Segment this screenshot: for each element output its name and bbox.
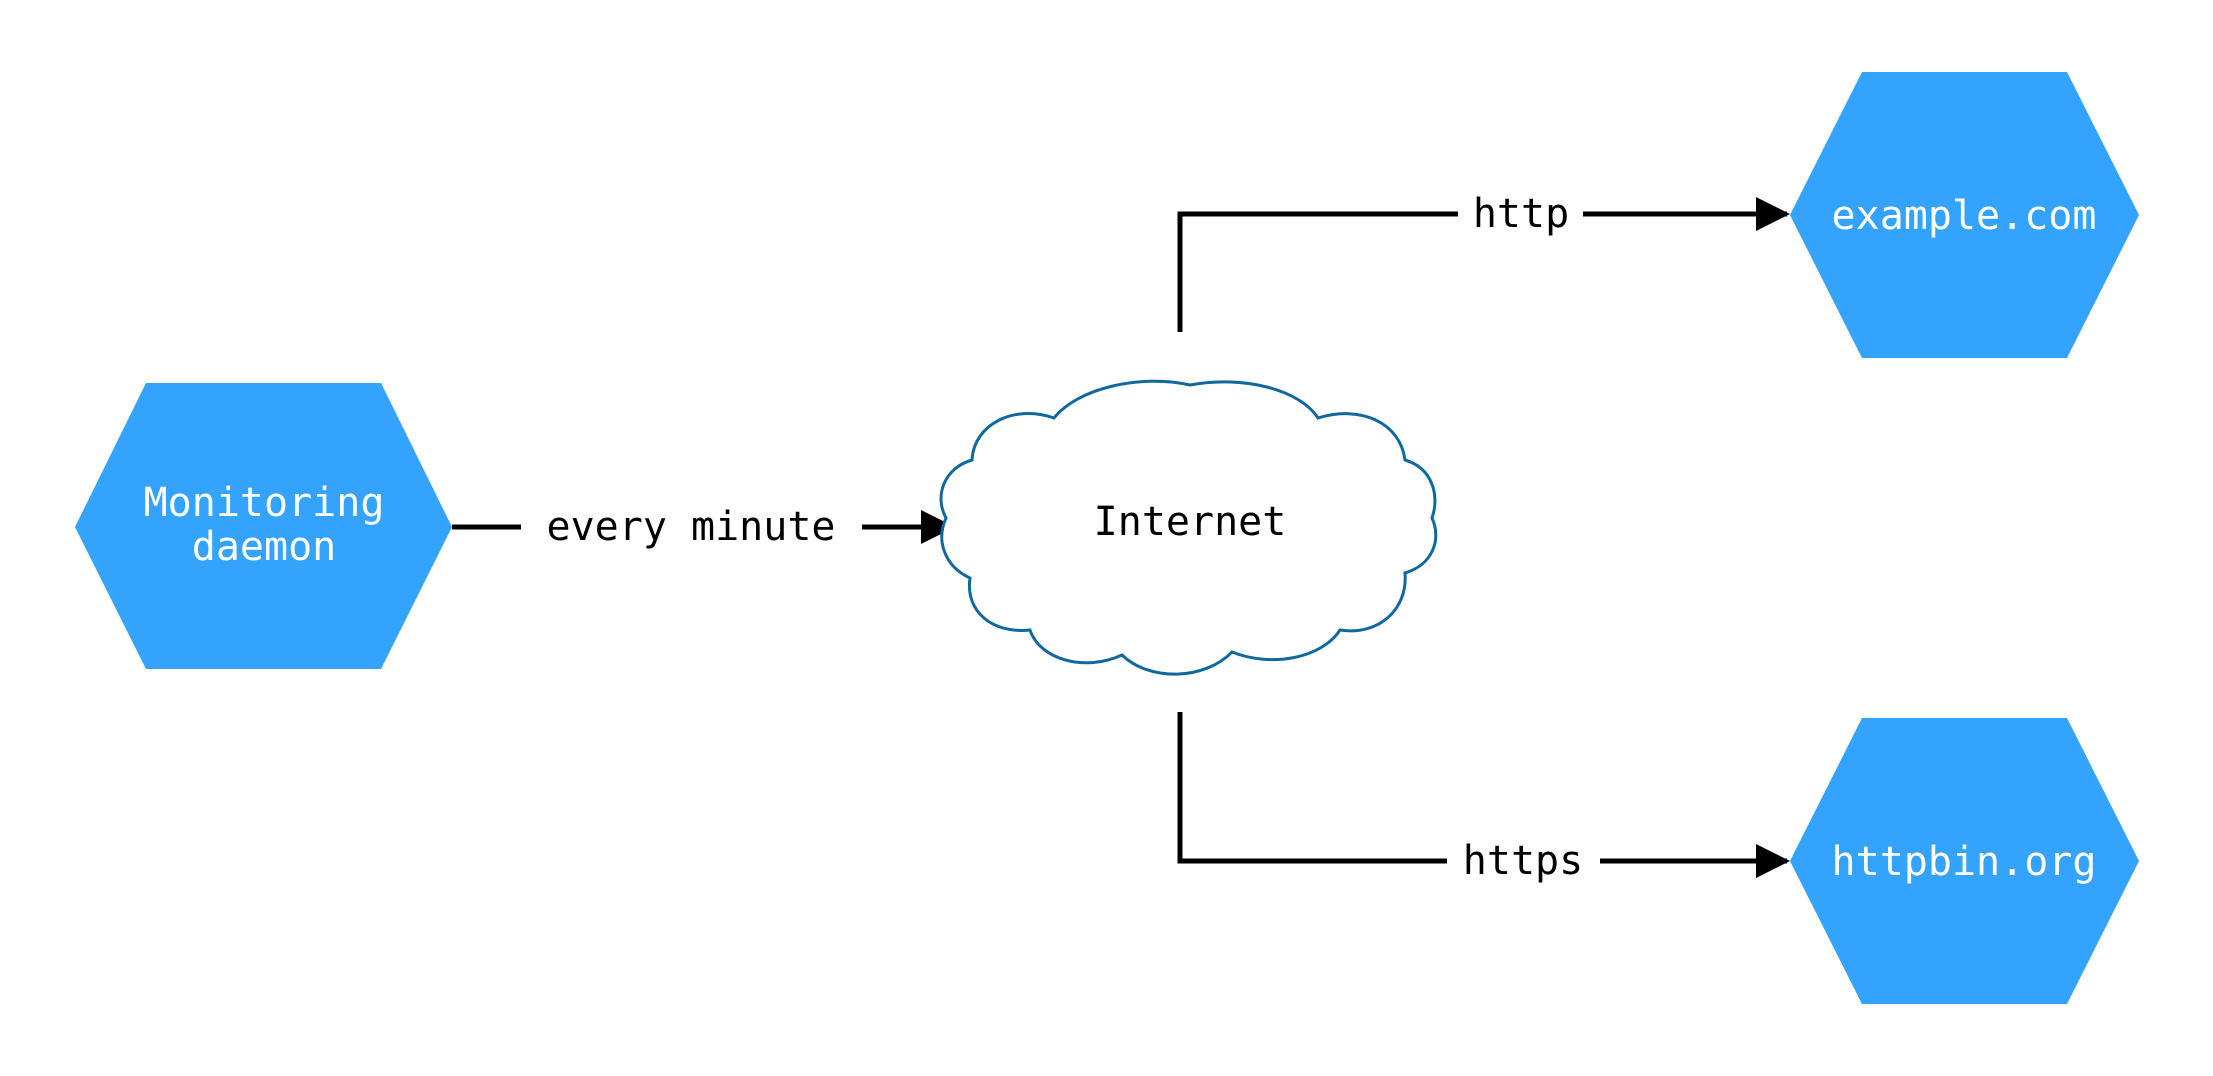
edge-label-http: http: [1473, 191, 1569, 237]
hexagon-shape: [1790, 718, 2139, 1004]
node-label-httpbin-org: httpbin.org: [1832, 839, 2097, 885]
node-internet[interactable]: Internet: [939, 379, 1438, 676]
node-label-line1: Monitoring: [144, 480, 385, 526]
node-label-internet: Internet: [1094, 499, 1287, 545]
edge-label-every-minute: every minute: [547, 504, 836, 550]
arrowhead-icon: [921, 510, 955, 544]
node-label-line2: daemon: [192, 524, 337, 570]
node-monitoring-daemon[interactable]: Monitoring daemon: [75, 383, 452, 669]
edge-internet-to-example[interactable]: http: [1177, 191, 1790, 332]
edge-elbow-top: [1177, 211, 1458, 332]
cloud-shape: [939, 379, 1438, 676]
node-label-example-com: example.com: [1832, 193, 2097, 239]
edge-internet-to-httpbin[interactable]: https: [1177, 712, 1790, 884]
arrowhead-icon: [1756, 197, 1790, 231]
node-httpbin-org[interactable]: httpbin.org: [1790, 718, 2139, 1004]
edge-label-https: https: [1463, 838, 1583, 884]
hexagon-shape: [75, 383, 452, 669]
node-example-com[interactable]: example.com: [1790, 72, 2139, 358]
hexagon-shape: [1790, 72, 2139, 358]
edge-daemon-to-internet[interactable]: every minute: [452, 504, 955, 550]
arrowhead-icon: [1756, 844, 1790, 878]
edge-elbow-bottom: [1177, 712, 1447, 864]
